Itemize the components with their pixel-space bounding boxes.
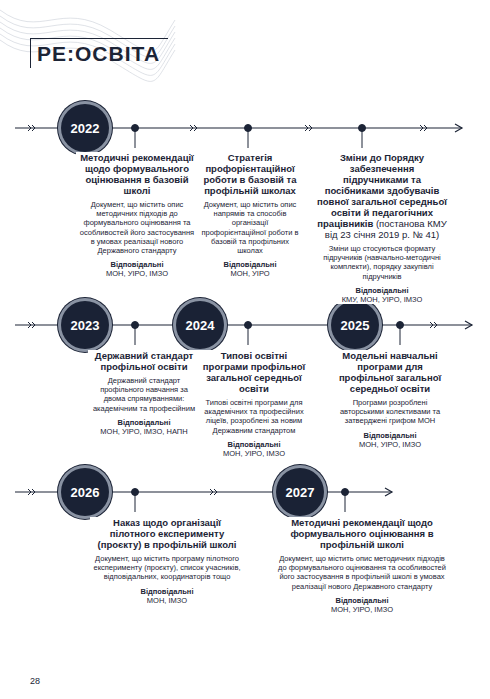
event-text: Зміни до Порядку забезпечення підручника… — [314, 152, 450, 304]
responsible-list: МОН, УІРО, ІМЗО — [277, 605, 447, 614]
event-description: Програми розроблені авторськими колектив… — [331, 398, 449, 426]
event-text: Типові освітні програми профільної загал… — [196, 350, 312, 458]
year-circle: 2027 — [276, 468, 324, 516]
event-description: Державний стандарт профільного навчання … — [90, 376, 198, 413]
timeline-connector — [113, 491, 272, 492]
year-label: 2022 — [71, 121, 100, 136]
wave-lines — [0, 10, 175, 81]
event-reference: (постанова КМУ від 23 січня 2019 р. № 41… — [325, 218, 447, 240]
event-text: Наказ щодо організації пілотного експери… — [90, 517, 244, 605]
timeline-connector — [228, 324, 327, 325]
event-text: Стратегія профорієнтаційної роботи в баз… — [198, 152, 302, 278]
event-heading: Типові освітні програми профільної загал… — [198, 350, 310, 394]
year-label: 2025 — [341, 318, 370, 333]
responsible-list: КМУ, МОН, УІРО, ІМЗО — [316, 295, 448, 304]
event-heading: Стратегія профорієнтаційної роботи в баз… — [200, 152, 300, 196]
event-heading: Методичні рекомендації щодо формувальног… — [277, 517, 447, 550]
responsible-label: Відповідальні — [277, 596, 447, 605]
responsible-label: Відповідальні — [316, 286, 448, 295]
timeline-connector — [113, 324, 172, 325]
responsible-list: МОН, УІРО — [200, 269, 300, 278]
year-circle: 2024 — [176, 301, 224, 349]
event-description: Документ, що містить опис напрямів та сп… — [200, 200, 300, 255]
logo-title: РЕ:ОСВІТА — [30, 38, 168, 68]
responsible-list: МОН, ІМЗО — [92, 596, 242, 605]
event-description: Типові освітні програми для академічних … — [198, 398, 310, 435]
responsible-list: МОН, УІРО, ІМЗО — [78, 269, 196, 278]
responsible-label: Відповідальні — [331, 431, 449, 440]
event-description: Документ, що містить опис методичних під… — [78, 200, 196, 255]
event-text: Методичні рекомендації щодо формувальног… — [76, 152, 198, 278]
event-description: Зміни що стосуються формату підручників … — [316, 244, 448, 281]
year-label: 2026 — [71, 485, 100, 500]
responsible-label: Відповідальні — [200, 260, 300, 269]
event-heading: Наказ щодо організації пілотного експери… — [92, 517, 242, 550]
responsible-label: Відповідальні — [198, 440, 310, 449]
year-label: 2023 — [71, 318, 100, 333]
responsible-label: Відповідальні — [78, 260, 196, 269]
responsible-list: МОН, УІРО, ІМЗО — [331, 440, 449, 449]
responsible-label: Відповідальні — [92, 587, 242, 596]
event-heading: Модельні навчальні програми для профільн… — [331, 350, 449, 394]
year-circle: 2022 — [61, 104, 109, 152]
year-circle: 2025 — [331, 301, 379, 349]
year-label: 2027 — [286, 485, 315, 500]
event-heading: Зміни до Порядку забезпечення підручника… — [316, 152, 448, 240]
page-number: 28 — [30, 676, 40, 686]
timeline-lines — [15, 124, 472, 496]
responsible-label: Відповідальні — [90, 418, 198, 427]
year-circle: 2023 — [61, 301, 109, 349]
year-circle: 2026 — [61, 468, 109, 516]
event-text: Модельні навчальні програми для профільн… — [329, 350, 451, 449]
event-text: Державний стандарт профільної освітиДерж… — [88, 350, 200, 436]
year-label: 2024 — [186, 318, 215, 333]
event-description: Документ, що містить програму пілотного … — [92, 554, 242, 582]
event-heading: Методичні рекомендації щодо формувальног… — [78, 152, 196, 196]
event-description: Документ, що містить опис методичних під… — [277, 554, 447, 591]
event-heading: Державний стандарт профільної освіти — [90, 350, 198, 372]
event-text: Методичні рекомендації щодо формувальног… — [275, 517, 449, 614]
responsible-list: МОН, УІРО, ІМЗО, НАПН — [90, 427, 198, 436]
responsible-list: МОН, УІРО, ІМЗО — [198, 449, 310, 458]
